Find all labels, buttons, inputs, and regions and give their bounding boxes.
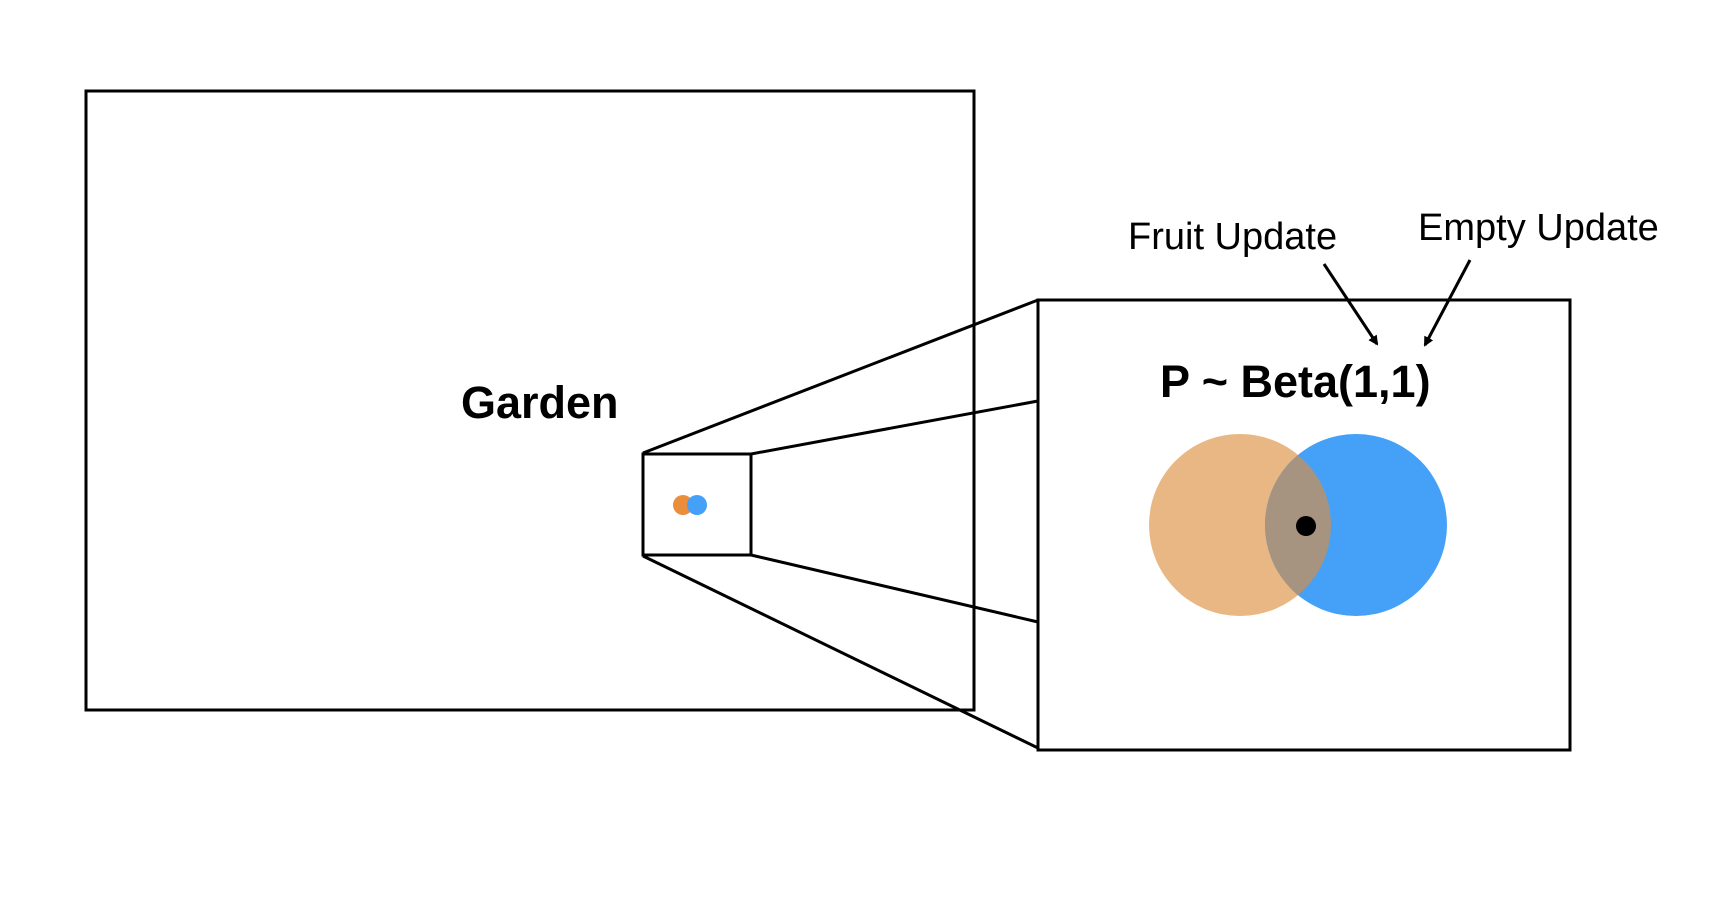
garden-label: Garden [461, 377, 619, 428]
empty-update-label: Empty Update [1418, 207, 1659, 249]
sample-region-box [641, 452, 753, 557]
small-fruit-dot [673, 495, 693, 515]
fruit-update-label: Fruit Update [1128, 216, 1337, 258]
zoom-line-top-inner [750, 399, 1039, 456]
zoom-line-top-outer [642, 298, 1039, 455]
zoom-line-bottom-outer [642, 554, 1039, 750]
garden-box [84, 89, 976, 712]
empty-update-arrow [1423, 259, 1472, 347]
zoom-line-bottom-inner [750, 553, 1039, 624]
fruit-update-arrow [1322, 263, 1379, 346]
beta-prior-formula: P ~ Beta(1,1) [1160, 356, 1431, 407]
overlap-region [1265, 434, 1331, 616]
center-point-dot [1296, 516, 1316, 536]
small-empty-dot [687, 495, 707, 515]
